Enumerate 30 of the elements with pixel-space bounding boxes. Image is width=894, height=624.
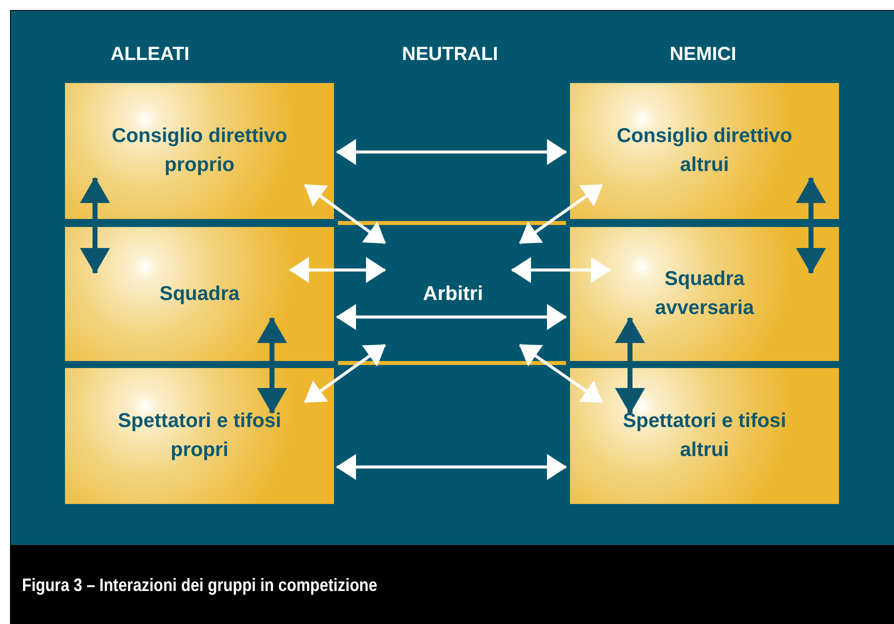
- group-box: [570, 83, 839, 219]
- double-arrow: [336, 304, 567, 330]
- group-box: [65, 83, 334, 219]
- group-name: Spettatori e tifosi altrui: [622, 409, 788, 463]
- group-box: [570, 227, 839, 361]
- group-box: [65, 227, 334, 361]
- double-arrow: [336, 454, 567, 480]
- double-arrow: [519, 344, 603, 404]
- group-name: Spettatori e tifosi propri: [116, 409, 282, 463]
- double-arrow: [615, 317, 645, 414]
- group-box: [570, 368, 839, 504]
- double-arrow: [289, 257, 386, 283]
- column-heading: NEUTRALI: [400, 44, 500, 66]
- group-name: Consiglio direttivo altrui: [616, 124, 794, 178]
- double-arrow: [257, 317, 287, 414]
- double-arrow: [336, 139, 567, 165]
- group-name: Squadra avversaria: [654, 267, 756, 321]
- group-name: Consiglio direttivo proprio: [110, 124, 288, 178]
- double-arrow: [519, 184, 603, 244]
- figure-caption: Figura 3 – Interazioni dei gruppi in competizione: [22, 575, 378, 596]
- group-name: Arbitri: [422, 282, 484, 306]
- double-arrow: [796, 177, 826, 274]
- double-arrow: [304, 344, 386, 404]
- group-box: [65, 368, 334, 504]
- column-heading: ALLEATI: [110, 44, 190, 66]
- double-arrow: [304, 184, 386, 244]
- column-heading: NEMICI: [668, 44, 738, 66]
- group-name: Squadra: [158, 282, 241, 306]
- double-arrow: [80, 177, 110, 274]
- double-arrow: [511, 257, 611, 283]
